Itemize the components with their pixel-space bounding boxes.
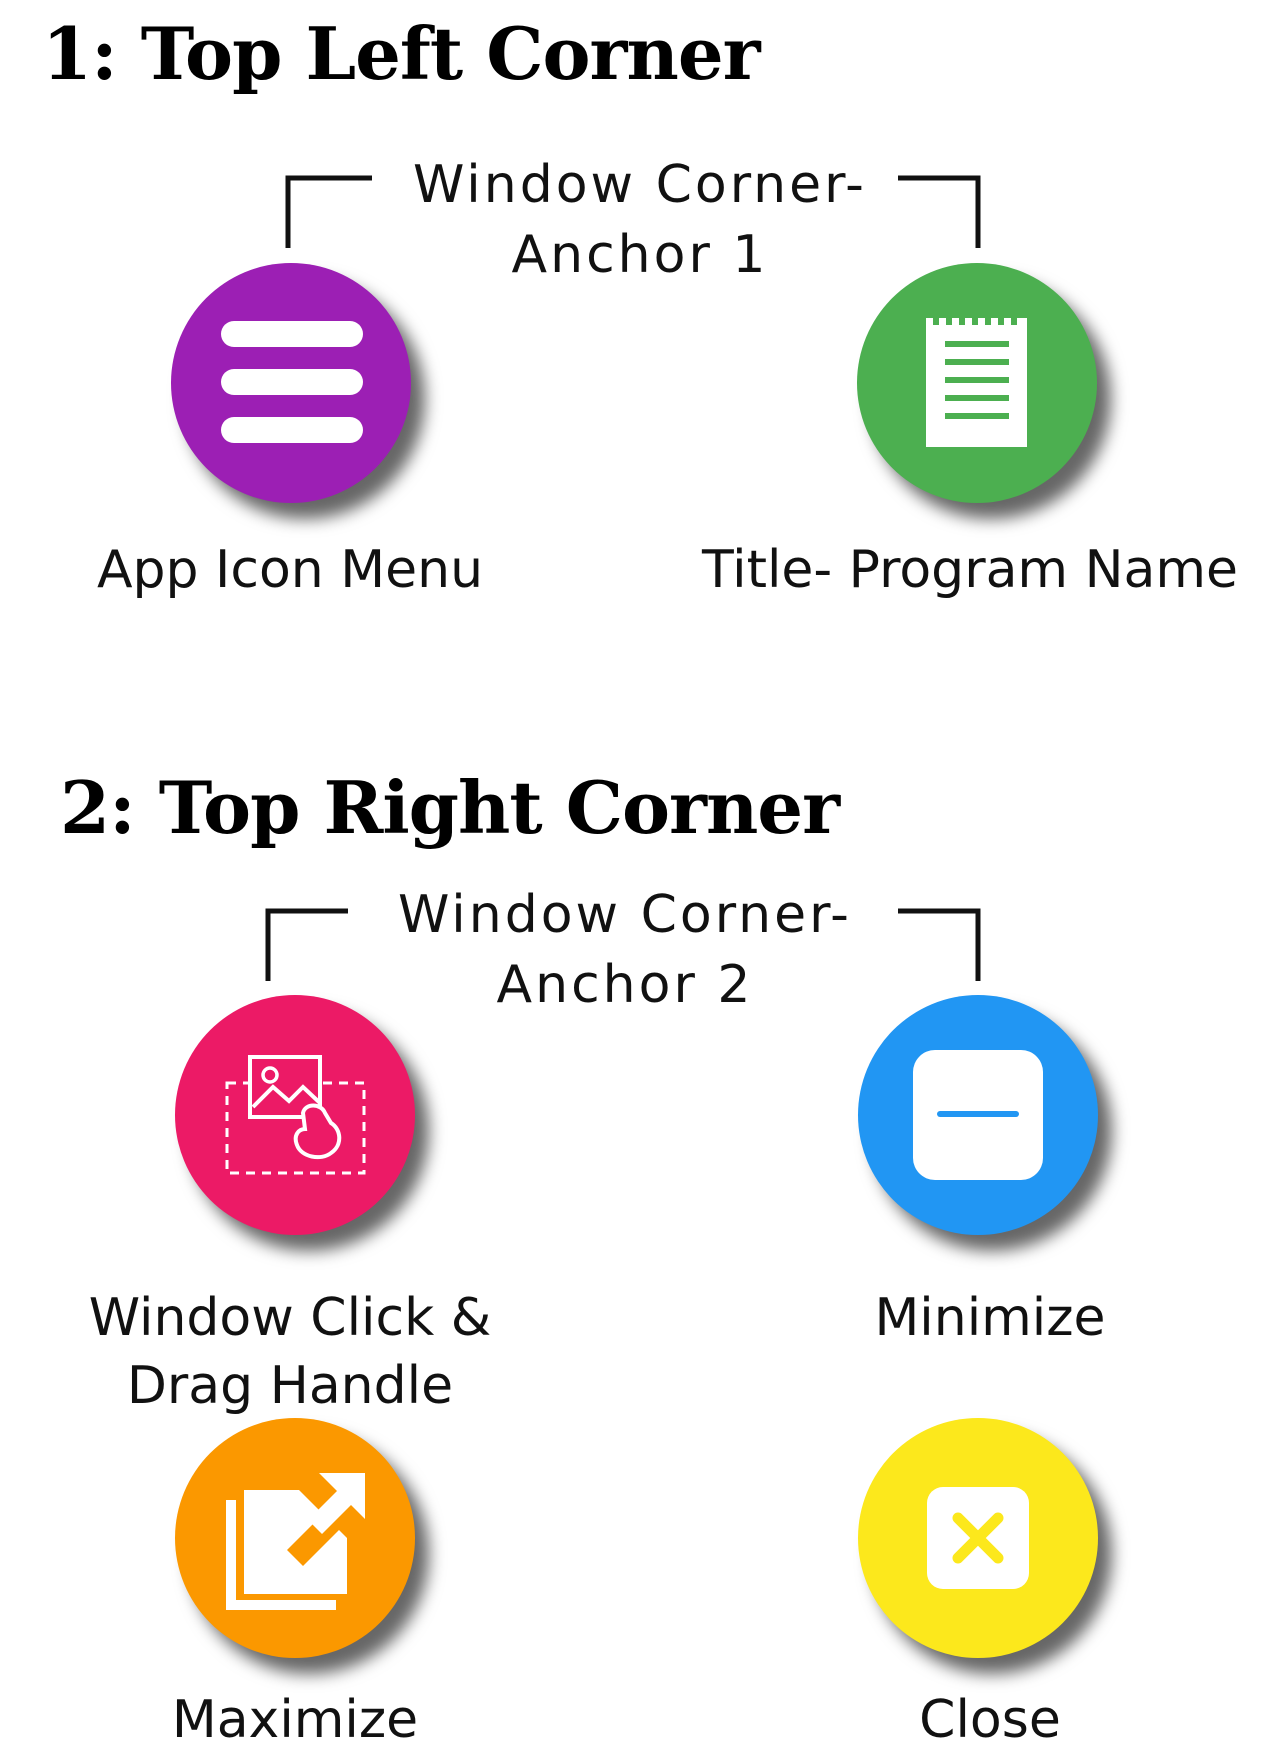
- anchor-2-label-line2: Anchor 2: [496, 955, 754, 1015]
- app-icon-menu-label: App Icon Menu: [96, 540, 484, 600]
- notepad-icon: [926, 318, 1027, 447]
- minimize-icon: [913, 1050, 1043, 1180]
- minimize-label: Minimize: [874, 1288, 1106, 1348]
- drag-image-icon: [225, 1055, 366, 1175]
- drag-handle-label: Window Click & Drag Handle: [40, 1284, 540, 1420]
- maximize-button[interactable]: [175, 1418, 415, 1658]
- anchor-1-label: Window Corner- Anchor 1: [380, 150, 900, 290]
- anchor-1-label-line1: Window Corner-: [413, 155, 867, 215]
- drag-handle-label-line1: Window Click &: [88, 1288, 492, 1348]
- maximize-label: Maximize: [171, 1690, 419, 1750]
- anchor-1-bracket: [285, 175, 981, 248]
- section-1-title: 1: Top Left Corner: [42, 11, 761, 96]
- drag-handle-label-line2: Drag Handle: [126, 1356, 454, 1416]
- anchor-2-label-line1: Window Corner-: [398, 885, 852, 945]
- app-icon-menu-button[interactable]: [171, 263, 411, 503]
- section-2-title: 2: Top Right Corner: [60, 765, 840, 850]
- anchor-2-label: Window Corner- Anchor 2: [355, 880, 895, 1020]
- anchor-1-label-line2: Anchor 1: [511, 225, 769, 285]
- program-title-icon: [857, 263, 1097, 503]
- minimize-button[interactable]: [858, 995, 1098, 1235]
- maximize-icon: [226, 1473, 365, 1610]
- close-button[interactable]: [858, 1418, 1098, 1658]
- anchor-2-bracket: [265, 908, 981, 981]
- close-label: Close: [919, 1690, 1061, 1750]
- hamburger-menu-icon: [221, 321, 363, 443]
- close-icon: [927, 1487, 1029, 1589]
- program-name-label: Title- Program Name: [701, 540, 1239, 600]
- drag-handle-button[interactable]: [175, 995, 415, 1235]
